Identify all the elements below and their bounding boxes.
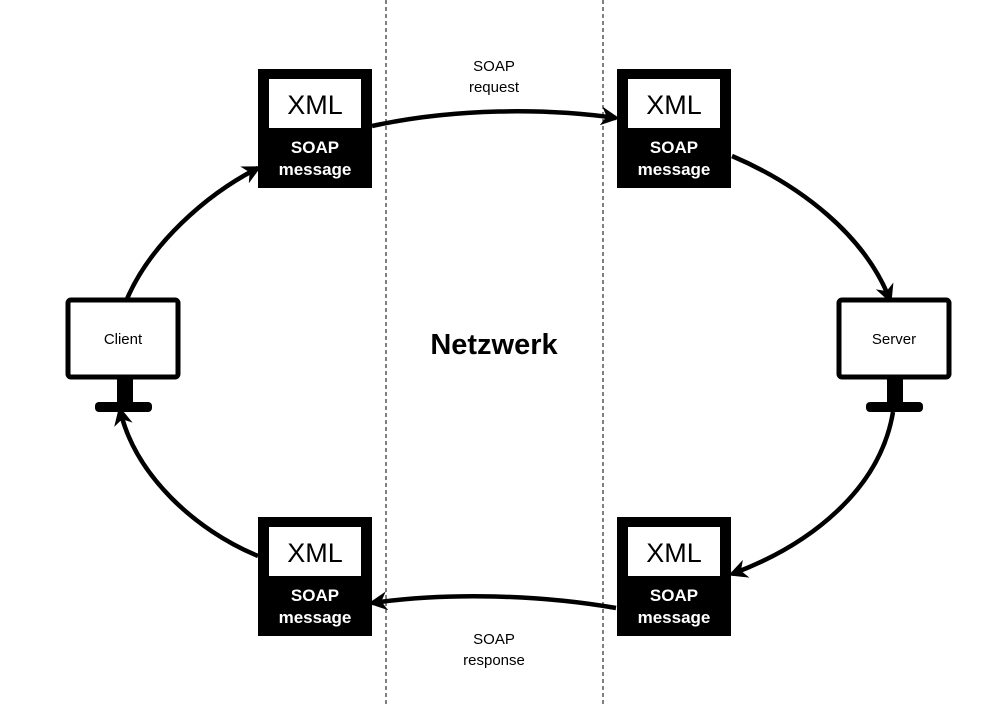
monitor-stand-neck [887, 378, 903, 402]
arrow-client-to-message [124, 165, 262, 300]
arrow-message-to-server [731, 153, 894, 304]
soap-message-bottom-right: XML SOAP message [617, 517, 731, 636]
message-line1: SOAP [650, 586, 698, 605]
message-line2: message [279, 608, 352, 627]
client-node: Client [65, 297, 181, 412]
message-line1: SOAP [291, 586, 339, 605]
monitor-stand-neck [117, 378, 133, 402]
arrow-soap-request [371, 106, 620, 129]
arrow-soap-response [368, 591, 617, 611]
xml-header: XML [646, 90, 702, 120]
arrow-message-to-client [114, 406, 259, 559]
message-line2: message [638, 608, 711, 627]
monitor-icon [836, 297, 952, 380]
response-label-line1: SOAP [473, 631, 515, 648]
monitor-stand-base [866, 402, 923, 412]
xml-header: XML [287, 538, 343, 568]
soap-message-top-right: XML SOAP message [617, 69, 731, 188]
request-label-line1: SOAP [473, 58, 515, 75]
server-node: Server [836, 297, 952, 412]
client-label: Client [104, 331, 143, 348]
response-label-line2: response [463, 652, 525, 669]
server-label: Server [872, 331, 916, 348]
request-label-line2: request [469, 79, 520, 96]
monitor-icon [65, 297, 181, 380]
xml-header: XML [646, 538, 702, 568]
message-line1: SOAP [291, 138, 339, 157]
arrow-server-to-message [728, 411, 896, 578]
soap-message-top-left: XML SOAP message [258, 69, 372, 188]
message-line2: message [279, 160, 352, 179]
xml-header: XML [287, 90, 343, 120]
message-line2: message [638, 160, 711, 179]
soap-message-bottom-left: XML SOAP message [258, 517, 372, 636]
message-line1: SOAP [650, 138, 698, 157]
monitor-stand-base [95, 402, 152, 412]
network-label: Netzwerk [430, 329, 558, 361]
